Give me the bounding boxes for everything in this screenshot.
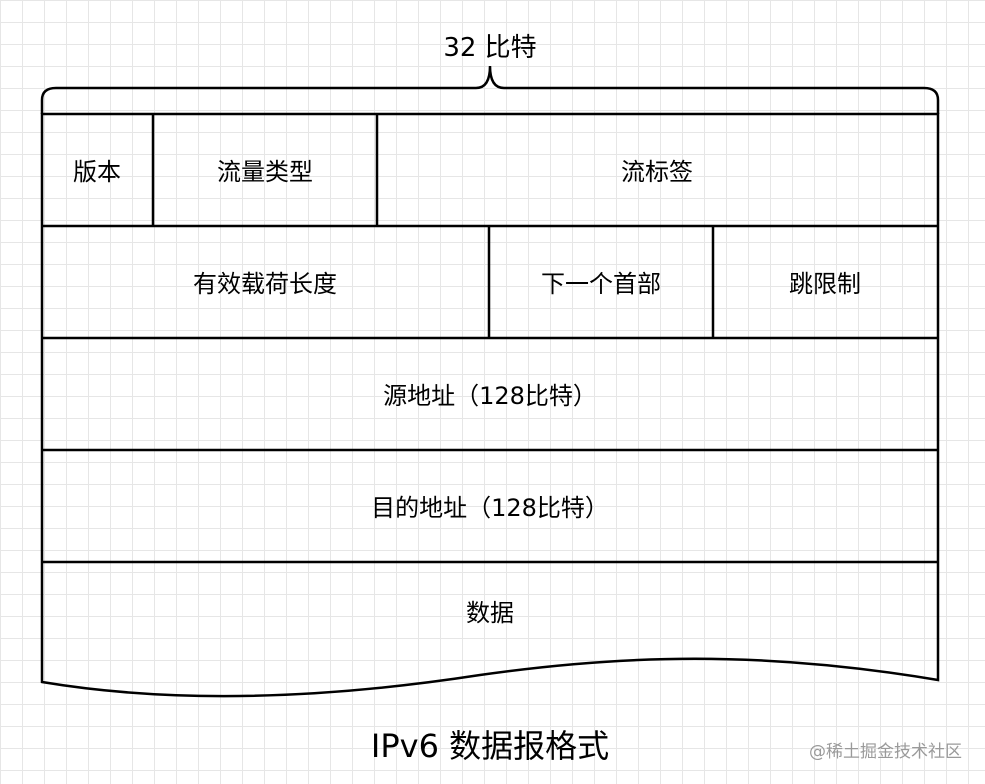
field-destination-address: 目的地址（128比特） [371,494,609,522]
diagram-title: IPv6 数据报格式 [371,727,609,765]
field-payload-length: 有效载荷长度 [193,270,337,298]
watermark: @稀土掘金技术社区 [809,742,962,762]
field-traffic-class: 流量类型 [217,158,313,186]
datagram-frame [40,112,940,698]
field-flow-label: 流标签 [621,158,693,186]
width-label: 32 比特 [443,33,536,63]
field-hop-limit: 跳限制 [789,270,861,298]
field-next-header: 下一个首部 [541,270,661,298]
field-data: 数据 [466,599,514,627]
field-version: 版本 [73,158,121,186]
width-brace [40,65,940,114]
field-source-address: 源地址（128比特） [383,382,597,410]
